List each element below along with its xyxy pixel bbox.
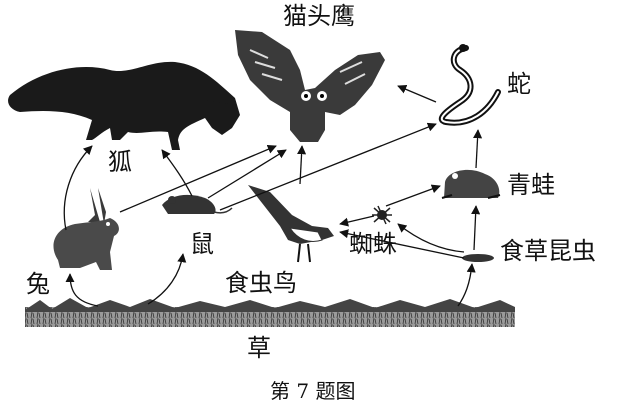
arrow-rabbit-owl [119, 145, 277, 213]
arrow-frog-snake [473, 129, 483, 169]
arrow-spider-bird [339, 215, 375, 227]
figure-caption: 第 7 题图 [270, 379, 356, 403]
grass-illustration [25, 298, 515, 327]
arrow-snake-owl [397, 84, 437, 103]
arrow-bird-owl [297, 145, 307, 185]
arrow-grass-mouse [147, 253, 187, 305]
owl-illustration [235, 30, 385, 142]
frog-illustration [441, 169, 501, 199]
bird-illustration [248, 185, 334, 263]
arrow-rabbit-fox [63, 145, 93, 231]
rabbit-label: 兔 [26, 270, 50, 298]
spider-illustration [372, 205, 392, 225]
spider-label: 蜘蛛 [349, 230, 397, 258]
rabbit-illustration [53, 188, 119, 270]
arrow-mouse-owl [207, 149, 287, 199]
arrow-grass-rabbit [65, 273, 99, 307]
grass-label: 草 [247, 334, 271, 362]
arrow-insect-frog [471, 205, 481, 251]
arrow-grass-insect [457, 263, 476, 307]
mouse-illustration [162, 194, 233, 214]
snake-illustration [438, 44, 501, 126]
mouse-label: 鼠 [190, 230, 214, 258]
arrow-insect-spider [397, 223, 465, 253]
arrow-spider-frog [385, 184, 441, 207]
insect-label: 食草昆虫 [500, 237, 596, 265]
arrows [63, 84, 483, 307]
arrow-mouse-fox [161, 149, 193, 197]
fox-illustration [8, 61, 240, 150]
frog-label: 青蛙 [507, 171, 555, 199]
bird-label: 食虫鸟 [225, 269, 297, 297]
snake-label: 蛇 [507, 70, 531, 98]
arrow-mouse-snake [219, 122, 437, 211]
arrow-insect-bird [339, 229, 465, 259]
owl-label: 猫头鹰 [283, 2, 355, 30]
fox-label: 狐 [108, 148, 132, 176]
insect-illustration [462, 254, 494, 262]
